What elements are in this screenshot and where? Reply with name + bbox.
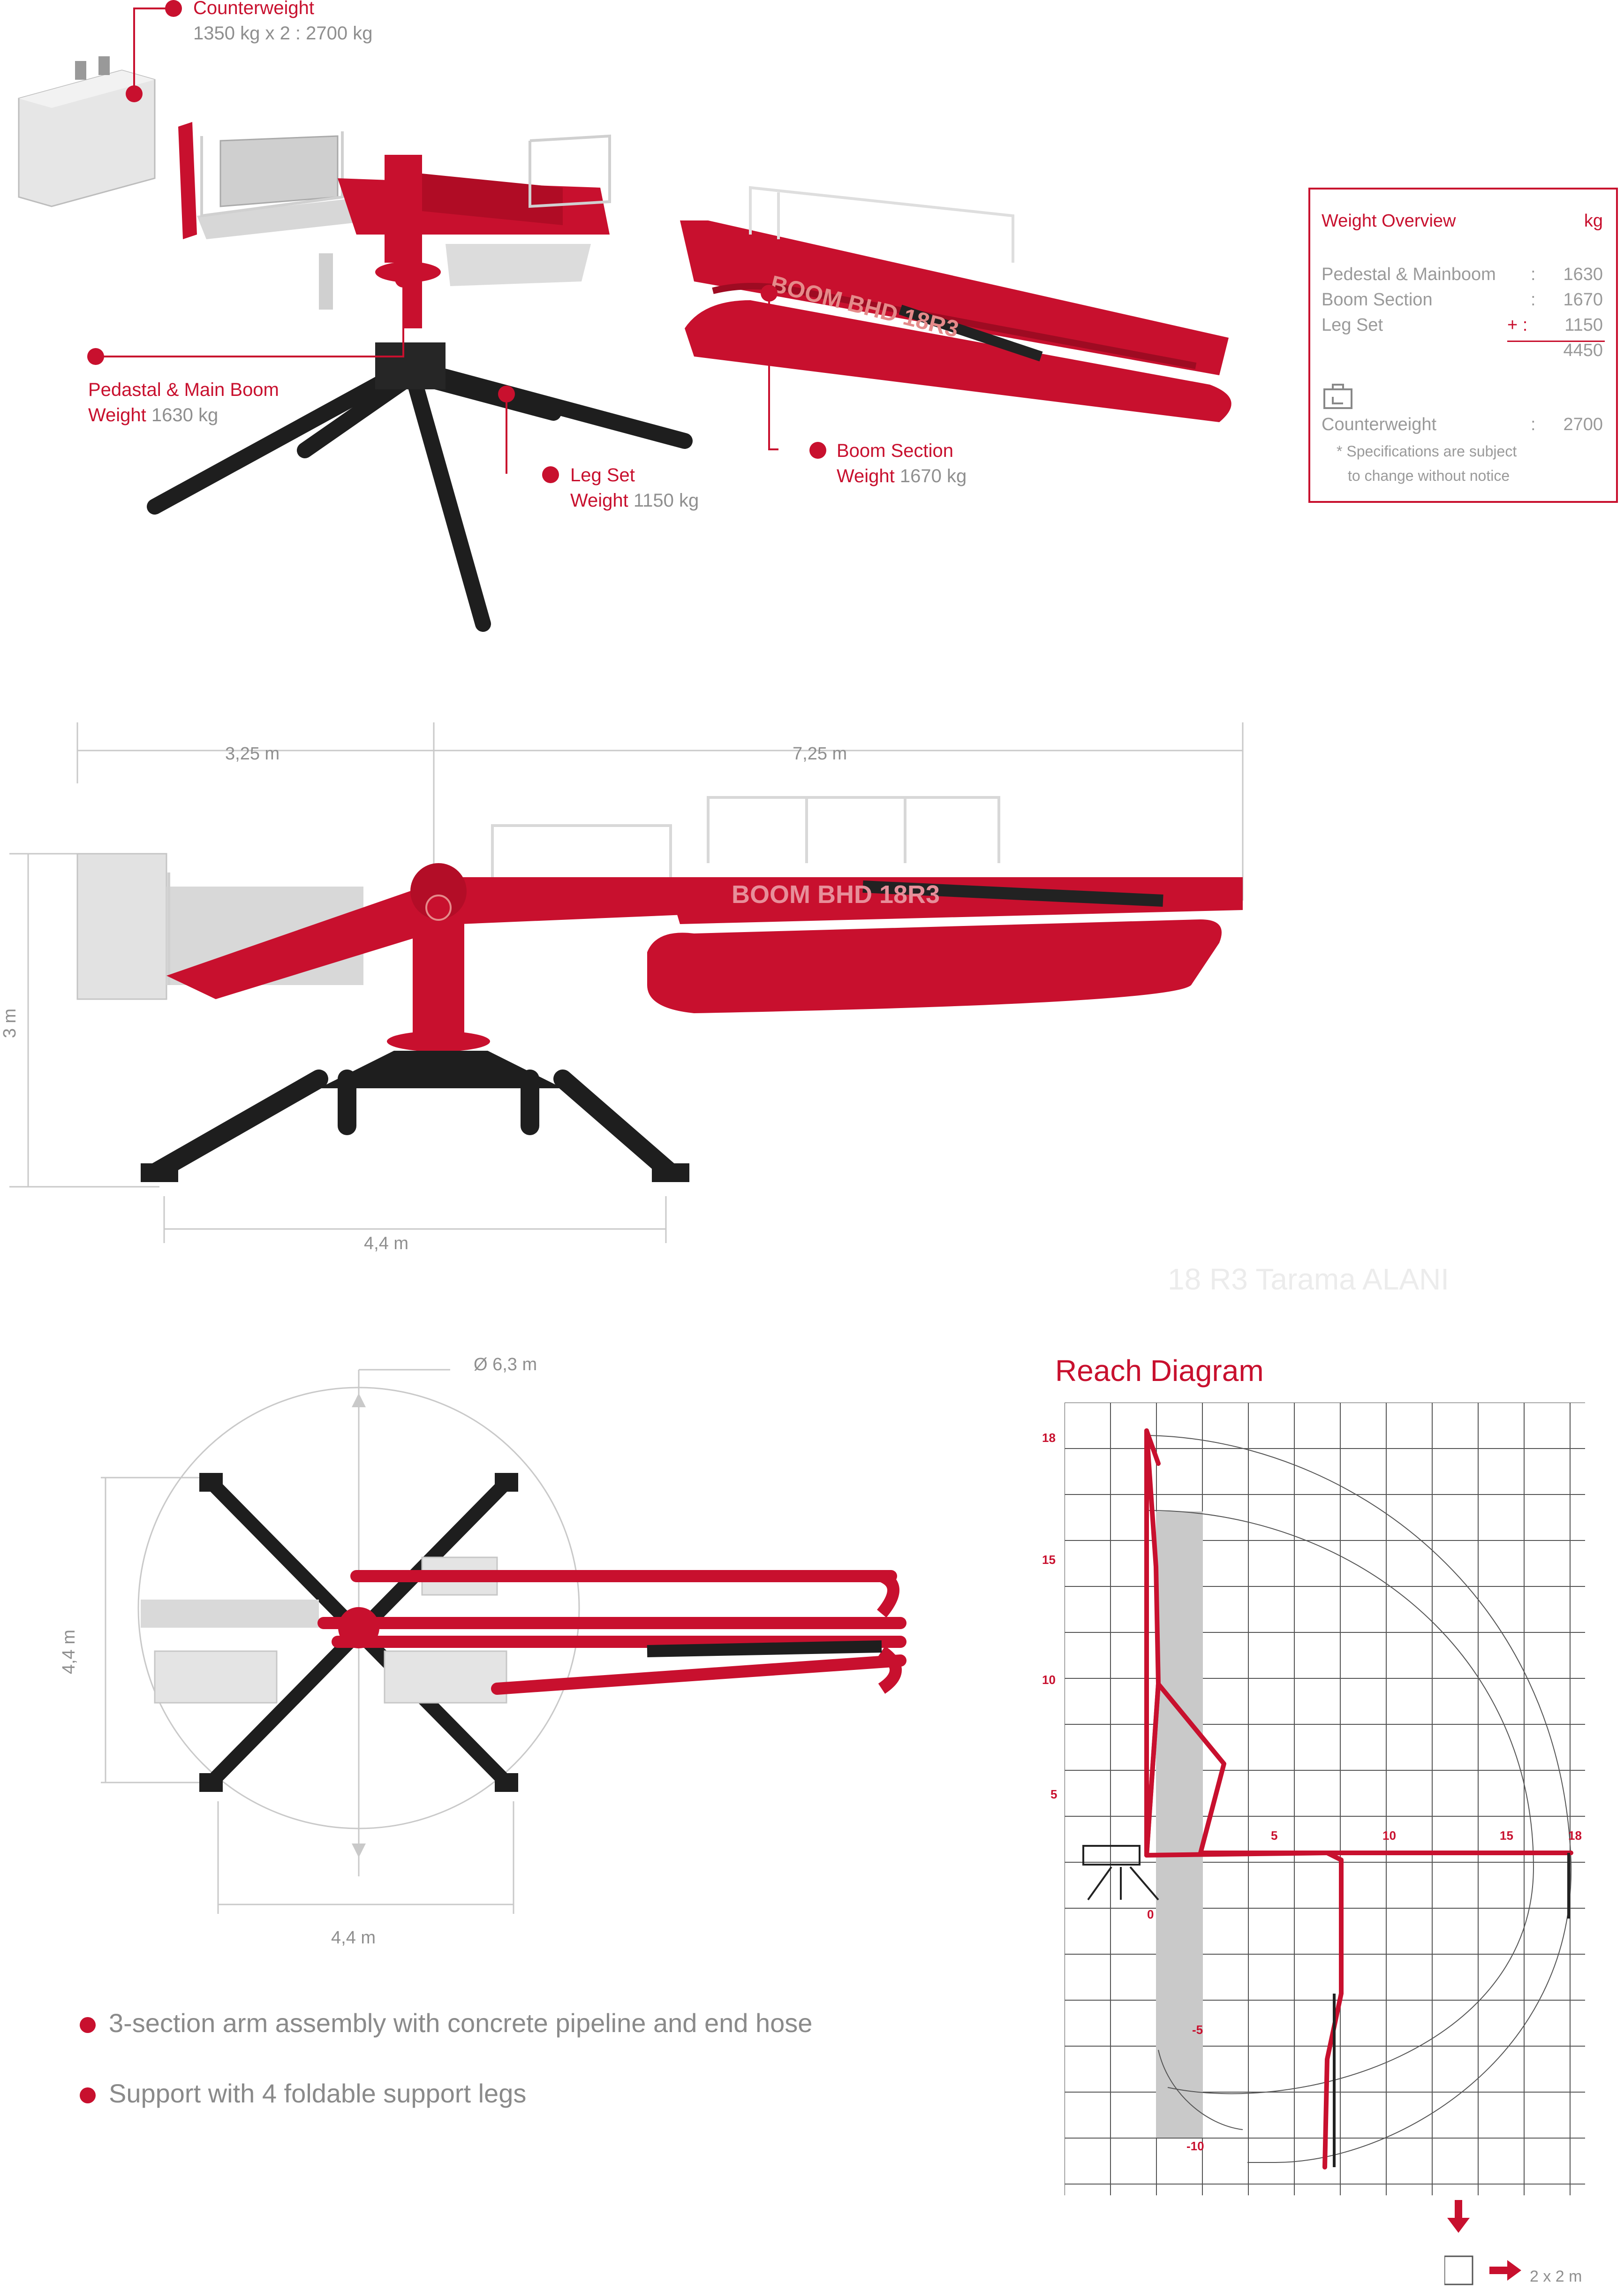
exploded-view: BOOM BHD 18R3 xyxy=(18,8,1231,632)
dim-top-height: 4,4 m xyxy=(59,1629,79,1675)
watermark: 18 R3 Tarama ALANI xyxy=(1168,1262,1450,1296)
weight-overview-unit: kg xyxy=(1584,211,1603,231)
sum-line xyxy=(1507,341,1605,342)
spec-note-2: to change without notice xyxy=(1348,467,1510,484)
counterweight-row-value: 2700 xyxy=(1563,415,1603,434)
counterweight-dot xyxy=(165,0,182,17)
counterweight-label: Counterweight 1350 kg x 2 : 2700 kg xyxy=(193,0,373,44)
row-value: 1150 xyxy=(1564,315,1603,335)
counterweight-row-label: Counterweight xyxy=(1322,415,1437,434)
weight-overview-title: Weight Overview xyxy=(1322,211,1456,231)
pedestal-dot xyxy=(87,348,104,365)
weight-total: 4450 xyxy=(1563,341,1603,360)
side-view: BOOM BHD 18R3 xyxy=(9,722,1244,1243)
y-tick: -5 xyxy=(1192,2023,1203,2037)
top-view xyxy=(101,1369,906,1914)
row-value: 1670 xyxy=(1563,290,1603,310)
legset-dot xyxy=(542,466,559,483)
boom-dot xyxy=(809,442,826,459)
row-sep: : xyxy=(1531,290,1536,310)
dim-right: 7,25 m xyxy=(793,744,847,764)
x-tick: 5 xyxy=(1271,1828,1278,1843)
reach-title: Reach Diagram xyxy=(1055,1354,1264,1388)
dim-left: 3,25 m xyxy=(225,744,280,764)
boom-label: Boom Section Weight 1670 kg xyxy=(837,440,967,486)
dim-height: 3 m xyxy=(0,1008,20,1039)
y-tick: -10 xyxy=(1186,2139,1204,2153)
grid-cell-sample xyxy=(1444,2255,1473,2285)
bullet-item: Support with 4 foldable support legs xyxy=(80,2078,526,2109)
row-value: 1630 xyxy=(1563,265,1603,284)
weight-overview-box: Weight Overview kg Pedestal & Mainboom :… xyxy=(1308,188,1618,503)
row-sep: : xyxy=(1531,265,1536,284)
y-tick: 18 xyxy=(1042,1431,1056,1445)
scale-legend-label: 2 x 2 m xyxy=(1530,2268,1582,2285)
y-tick: 5 xyxy=(1050,1787,1057,1801)
y-tick: 10 xyxy=(1042,1673,1056,1687)
mainboom-assembly xyxy=(178,122,611,328)
counterweight-block xyxy=(18,56,156,207)
leader-lines xyxy=(96,8,778,474)
dim-diameter: Ø 6,3 m xyxy=(474,1355,537,1374)
bullet-item: 3-section arm assembly with concrete pip… xyxy=(80,2008,812,2038)
leg-hub xyxy=(375,342,446,389)
x-tick: 10 xyxy=(1382,1828,1396,1843)
origin-tick: 0 xyxy=(1147,1907,1154,1921)
scale-legend xyxy=(1444,2200,1521,2285)
row-label: Boom Section xyxy=(1322,290,1433,310)
dim-base: 4,4 m xyxy=(364,1234,409,1253)
bullet-dot xyxy=(80,2087,96,2104)
weight-icon xyxy=(1322,383,1354,410)
reach-diagram xyxy=(1065,1403,1585,2195)
row-sep: + : xyxy=(1507,315,1528,335)
row-label: Leg Set xyxy=(1322,315,1383,335)
y-tick: 15 xyxy=(1042,1553,1056,1567)
arrow-down-icon xyxy=(1447,2200,1470,2233)
row-label: Pedestal & Mainboom xyxy=(1322,265,1496,284)
boom-section: BOOM BHD 18R3 xyxy=(680,186,1231,422)
counterweight-row-sep: : xyxy=(1531,415,1536,434)
bullet-dot xyxy=(80,2017,96,2033)
legset-label: Leg Set Weight 1150 kg xyxy=(570,465,699,511)
x-tick: 15 xyxy=(1500,1828,1513,1843)
svg-text:BOOM BHD 18R3: BOOM BHD 18R3 xyxy=(732,880,940,909)
pedestal-label: Pedastal & Main Boom Weight 1630 kg xyxy=(88,379,279,425)
x-tick: 18 xyxy=(1568,1828,1582,1843)
arrow-right-icon xyxy=(1489,2260,1521,2281)
spec-note-1: * Specifications are subject xyxy=(1337,443,1517,460)
dim-top-width: 4,4 m xyxy=(331,1928,376,1948)
